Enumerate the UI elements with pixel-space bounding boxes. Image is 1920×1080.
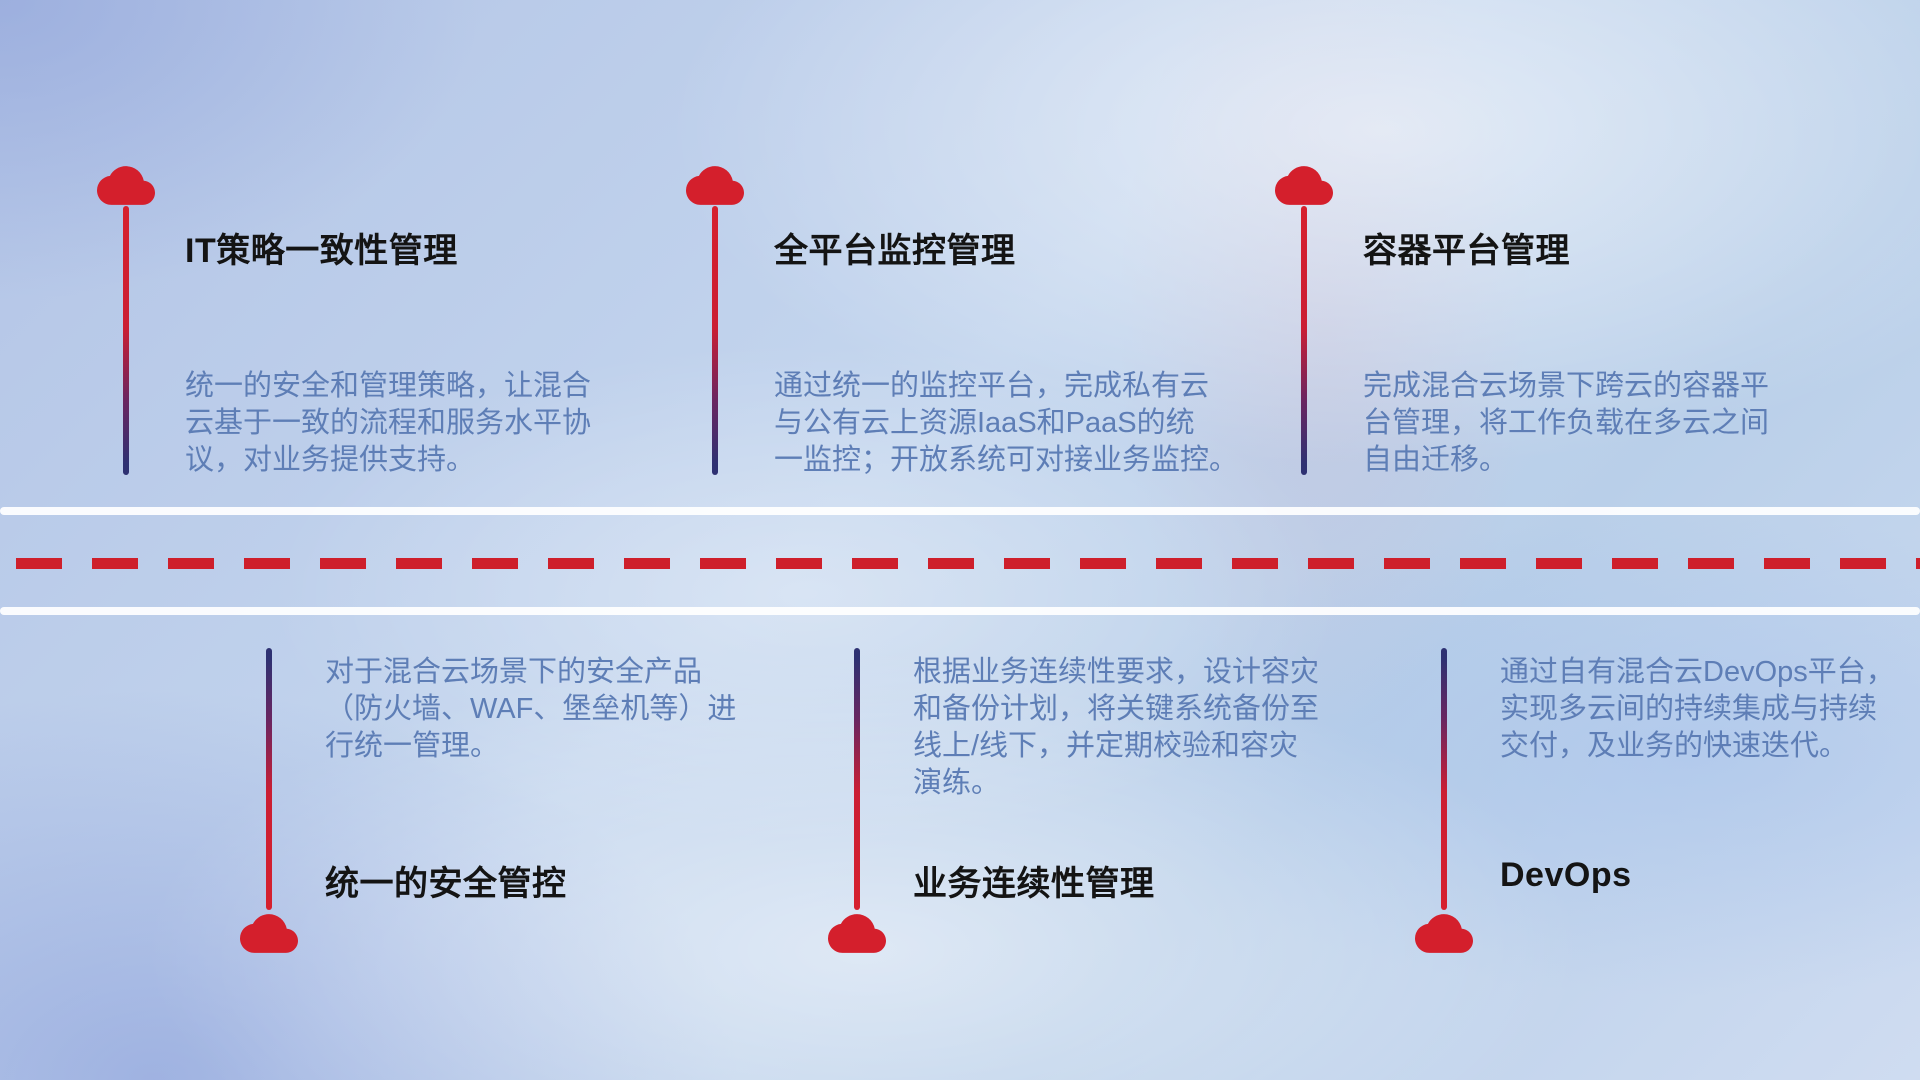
item-description: 统一的安全和管理策略，让混合 云基于一致的流程和服务水平协 议，对业务提供支持。 <box>185 370 592 476</box>
cloud-icon <box>828 914 886 953</box>
item-description: 通过统一的监控平台，完成私有云 与公有云上资源IaaS和PaaS的统 一监控；开… <box>774 370 1239 476</box>
timeline-pole <box>1441 648 1447 910</box>
cloud-icon <box>240 914 298 953</box>
item-description: 对于混合云场景下的安全产品 （防火墙、WAF、堡垒机等）进 行统一管理。 <box>325 656 737 762</box>
item-title: DevOps <box>1500 856 1632 894</box>
item-description: 完成混合云场景下跨云的容器平 台管理，将工作负载在多云之间 自由迁移。 <box>1363 370 1770 476</box>
item-title: 容器平台管理 <box>1363 232 1570 270</box>
item-title: 统一的安全管控 <box>325 865 567 903</box>
road-edge-bottom-line <box>0 607 1920 615</box>
item-description: 通过自有混合云DevOps平台， 实现多云间的持续集成与持续 交付，及业务的快速… <box>1500 656 1895 762</box>
cloud-icon <box>686 166 744 205</box>
cloud-icon <box>1415 914 1473 953</box>
timeline-pole <box>266 648 272 910</box>
timeline-pole <box>854 648 860 910</box>
cloud-icon <box>97 166 155 205</box>
item-title: IT策略一致性管理 <box>185 232 458 270</box>
item-title: 业务连续性管理 <box>913 865 1155 903</box>
timeline-item-business-continuity: 根据业务连续性要求，设计容灾 和备份计划，将关键系统备份至 线上/线下，并定期校… <box>828 648 1457 968</box>
item-description: 根据业务连续性要求，设计容灾 和备份计划，将关键系统备份至 线上/线下，并定期校… <box>913 656 1320 799</box>
road-edge-top-line <box>0 507 1920 515</box>
timeline-pole <box>712 206 718 475</box>
timeline-item-container-platform: 容器平台管理 完成混合云场景下跨云的容器平 台管理，将工作负载在多云之间 自由迁… <box>1275 166 1904 486</box>
timeline-item-devops: 通过自有混合云DevOps平台， 实现多云间的持续集成与持续 交付，及业务的快速… <box>1415 648 1920 968</box>
timeline-pole <box>1301 206 1307 475</box>
road-center-dashed-line <box>16 558 1920 569</box>
timeline-item-it-policy: IT策略一致性管理 统一的安全和管理策略，让混合 云基于一致的流程和服务水平协 … <box>97 166 726 486</box>
timeline-pole <box>123 206 129 475</box>
item-title: 全平台监控管理 <box>774 232 1016 270</box>
cloud-icon <box>1275 166 1333 205</box>
timeline-item-platform-monitoring: 全平台监控管理 通过统一的监控平台，完成私有云 与公有云上资源IaaS和PaaS… <box>686 166 1315 486</box>
timeline-item-security-control: 对于混合云场景下的安全产品 （防火墙、WAF、堡垒机等）进 行统一管理。 统一的… <box>240 648 869 968</box>
